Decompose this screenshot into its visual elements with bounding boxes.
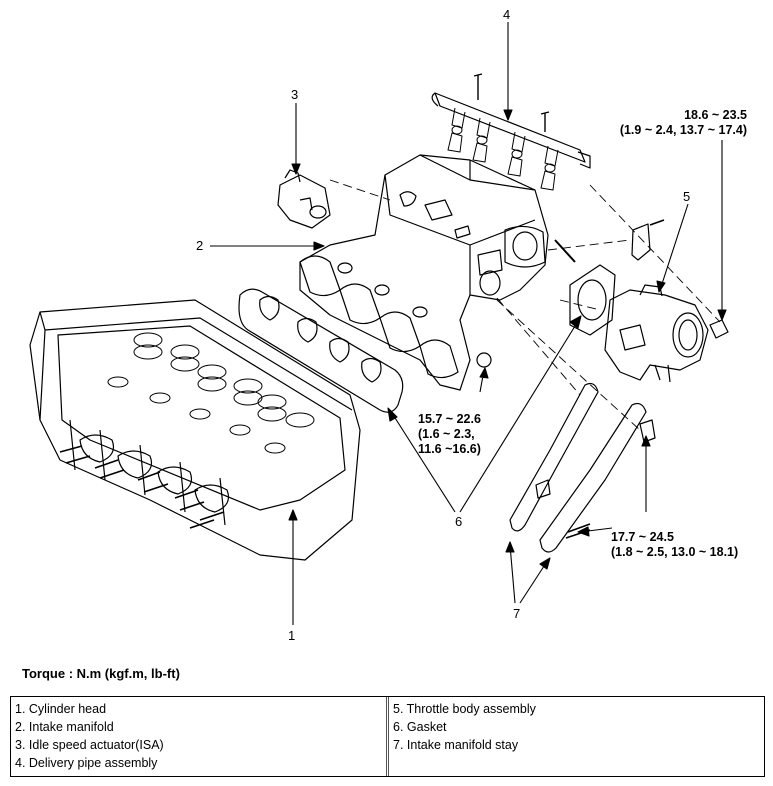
- torque-units-heading: Torque : N.m (kgf.m, lb-ft): [22, 666, 180, 681]
- legend-item: 7. Intake manifold stay: [393, 738, 519, 752]
- callout-4: 4: [503, 7, 511, 22]
- callout-1: 1: [288, 628, 296, 643]
- intake-manifold: [299, 154, 576, 391]
- exploded-view-drawing: [29, 22, 729, 625]
- callout-3: 3: [291, 87, 299, 102]
- throttle-gasket: [569, 264, 616, 336]
- torque-conversion-2: 11.6 ~16.6): [418, 442, 481, 456]
- cylinder-head: [29, 299, 361, 561]
- legend-item: 5. Throttle body assembly: [393, 702, 536, 716]
- delivery-pipe-assembly: [431, 73, 591, 191]
- callout-5: 5: [683, 189, 691, 204]
- torque-spec-manifold-nut: 15.7 ~ 22.6 (1.6 ~ 2.3, 11.6 ~16.6): [418, 412, 481, 457]
- callout-2: 2: [196, 238, 204, 253]
- legend-item: 3. Idle speed actuator(ISA): [15, 738, 164, 752]
- intake-manifold-stay: [509, 382, 656, 553]
- legend-column-left: 1. Cylinder head 2. Intake manifold 3. I…: [11, 697, 386, 776]
- torque-conversion-1: (1.6 ~ 2.3,: [418, 427, 475, 441]
- legend-item: 6. Gasket: [393, 720, 447, 734]
- callout-6: 6: [455, 514, 463, 529]
- idle-speed-actuator: [277, 169, 331, 229]
- manifold-gasket: [238, 288, 404, 413]
- torque-value: 17.7 ~ 24.5: [611, 530, 674, 544]
- legend-item: 4. Delivery pipe assembly: [15, 756, 158, 770]
- legend-item: 1. Cylinder head: [15, 702, 107, 716]
- torque-value: 18.6 ~ 23.5: [684, 108, 747, 122]
- torque-spec-stay-bolt: 17.7 ~ 24.5 (1.8 ~ 2.5, 13.0 ~ 18.1): [611, 530, 738, 560]
- assembly-lines: [329, 179, 721, 431]
- leader-lines: [210, 22, 727, 625]
- parts-legend: 1. Cylinder head 2. Intake manifold 3. I…: [10, 696, 765, 777]
- nut-icon: [476, 352, 492, 368]
- callout-7: 7: [513, 606, 521, 621]
- torque-conversion: (1.9 ~ 2.4, 13.7 ~ 17.4): [619, 123, 747, 137]
- legend-item: 2. Intake manifold: [15, 720, 114, 734]
- torque-spec-throttle-nut: 18.6 ~ 23.5 (1.9 ~ 2.4, 13.7 ~ 17.4): [620, 108, 747, 138]
- legend-column-right: 5. Throttle body assembly 6. Gasket 7. I…: [386, 697, 764, 776]
- torque-value: 15.7 ~ 22.6: [418, 412, 481, 426]
- throttle-body-assembly: [604, 219, 729, 383]
- torque-conversion: (1.8 ~ 2.5, 13.0 ~ 18.1): [611, 545, 739, 559]
